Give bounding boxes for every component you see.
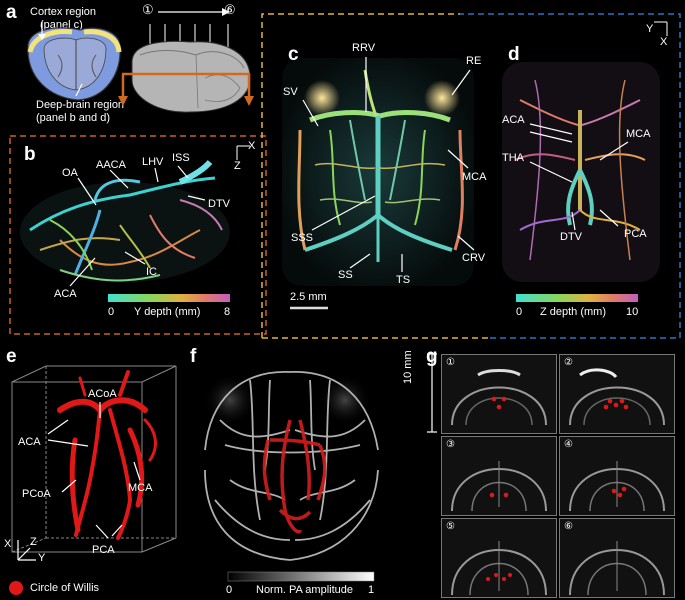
panel-b-axis-z: Z bbox=[234, 160, 241, 172]
panel-d-vessel-image bbox=[502, 62, 660, 282]
vessel-label-aca-e: ACA bbox=[18, 436, 41, 448]
vessel-label-aca-b: ACA bbox=[54, 288, 77, 300]
vessel-label-tha: THA bbox=[502, 152, 524, 164]
vessel-label-acoa: ACoA bbox=[88, 388, 117, 400]
vessel-label-re: RE bbox=[466, 55, 482, 67]
vessel-label-pca-d: PCA bbox=[624, 228, 647, 240]
coronal-brain-illustration bbox=[27, 22, 122, 101]
panel-d-label: d bbox=[508, 44, 520, 65]
panel-b-axes bbox=[236, 145, 250, 160]
slice-3: ③ bbox=[441, 436, 557, 516]
panel-b-colorbar bbox=[108, 294, 230, 302]
slice-4: ④ bbox=[559, 436, 675, 516]
circle-of-willis-render bbox=[57, 370, 157, 540]
cortex-region-label: Cortex region bbox=[30, 6, 97, 18]
slice-2-number: ② bbox=[564, 357, 573, 368]
slice-5-number: ⑤ bbox=[446, 521, 455, 532]
slice-5: ⑤ bbox=[441, 518, 557, 598]
panel-b-axis-x: X bbox=[248, 140, 256, 152]
vessel-label-dtv: DTV bbox=[208, 198, 230, 210]
vessel-label-lhv: LHV bbox=[142, 156, 164, 168]
panel-c-frame bbox=[261, 13, 460, 338]
vessel-label-mca-e: MCA bbox=[128, 482, 153, 494]
panel-b-colorbar-title: Y depth (mm) bbox=[134, 306, 201, 318]
panel-g-label: g bbox=[426, 346, 438, 367]
panel-d-axis-x: X bbox=[660, 36, 668, 48]
slice-3-number: ③ bbox=[446, 439, 455, 450]
slice-2: ② bbox=[559, 354, 675, 434]
panel-c-label: c bbox=[288, 44, 299, 65]
vessel-label-iss: ISS bbox=[172, 152, 190, 164]
panel-d-axis-y: Y bbox=[646, 23, 654, 35]
sagittal-brain-illustration bbox=[118, 8, 254, 113]
panel-b-arrows bbox=[69, 165, 206, 287]
panel-c-arrows bbox=[302, 57, 475, 272]
panel-d-colorbar-title: Z depth (mm) bbox=[540, 306, 607, 318]
panel-d-colorbar-max: 10 bbox=[626, 306, 639, 318]
panel-e-axis-x: X bbox=[4, 538, 12, 550]
panel-f-label: f bbox=[190, 346, 197, 367]
slice-4-number: ④ bbox=[564, 439, 573, 450]
panel-e-axis-y: Y bbox=[38, 552, 46, 564]
slice-end-marker: ⑥ bbox=[224, 2, 236, 17]
panel-f-colorbar-title: Norm. PA amplitude bbox=[256, 584, 354, 596]
panel-e-axis-z: Z bbox=[30, 536, 37, 548]
vessel-label-pca-e: PCA bbox=[92, 544, 115, 556]
slice-6-number: ⑥ bbox=[564, 521, 573, 532]
panel-f-vessel-image bbox=[204, 371, 379, 561]
vessel-label-rrv: RRV bbox=[352, 42, 376, 54]
vessel-label-sss: SSS bbox=[291, 232, 314, 244]
slice-6: ⑥ bbox=[559, 518, 675, 598]
vessel-label-crv: CRV bbox=[462, 252, 486, 264]
circle-of-willis-legend-dot bbox=[9, 581, 23, 595]
vessel-label-sv: SV bbox=[283, 86, 298, 98]
panel-e-arrows bbox=[47, 402, 141, 539]
vessel-label-aaca: AACA bbox=[96, 159, 126, 171]
panel-d-axes bbox=[654, 21, 668, 36]
panel-f-colorbar-min: 0 bbox=[226, 584, 233, 596]
vessel-label-ts: TS bbox=[396, 274, 411, 286]
deep-brain-region-label: Deep-brain region bbox=[36, 99, 125, 111]
panel-d-colorbar-min: 0 bbox=[516, 306, 523, 318]
panel-c-vessel-image bbox=[282, 58, 474, 286]
deep-brain-region-panel-label: (panel b and d) bbox=[36, 112, 110, 124]
vessel-label-aca-d: ACA bbox=[502, 114, 525, 126]
panel-g-scalebar-label: 10 mm bbox=[402, 350, 414, 384]
panel-b-frame bbox=[9, 135, 267, 335]
slice-1-number: ① bbox=[446, 357, 455, 368]
vessel-label-pcoa: PCoA bbox=[22, 488, 51, 500]
panel-d-frame bbox=[460, 13, 681, 339]
vessel-label-mca-d: MCA bbox=[626, 128, 651, 140]
panel-b-label: b bbox=[24, 144, 36, 165]
vessel-label-ic: IC bbox=[146, 266, 157, 278]
panel-b-vessel-image bbox=[20, 159, 230, 282]
vessel-label-oa: OA bbox=[62, 167, 78, 179]
panel-f-colorbar-max: 1 bbox=[368, 584, 375, 596]
vessel-label-mca-c: MCA bbox=[462, 171, 487, 183]
panel-a-label: a bbox=[6, 2, 17, 23]
panel-d-arrows bbox=[529, 123, 629, 231]
panel-c-scalebar-label: 2.5 mm bbox=[290, 291, 327, 303]
panel-d-colorbar bbox=[516, 294, 638, 302]
circle-of-willis-legend-label: Circle of Willis bbox=[30, 582, 100, 594]
vessel-label-ss: SS bbox=[338, 269, 353, 281]
panel-g-scalebar bbox=[427, 353, 437, 433]
panel-e-label: e bbox=[6, 346, 17, 367]
panel-f-colorbar bbox=[227, 571, 375, 582]
slice-start-marker: ① bbox=[142, 2, 154, 17]
panel-e-axes-triad bbox=[17, 540, 36, 561]
panel-b-colorbar-max: 8 bbox=[224, 306, 231, 318]
vessel-label-dtv-d: DTV bbox=[560, 231, 582, 243]
slice-1: ① bbox=[441, 354, 557, 434]
panel-b-colorbar-min: 0 bbox=[108, 306, 115, 318]
panel-e-3d-box bbox=[11, 365, 177, 553]
